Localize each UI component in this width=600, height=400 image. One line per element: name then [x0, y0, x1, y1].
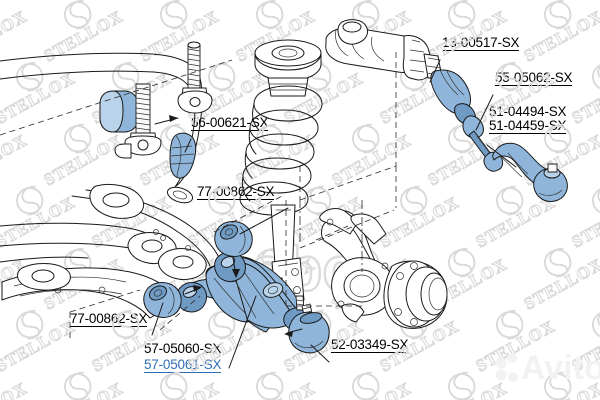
- callout-text-line2: 51-04459-SX: [489, 118, 567, 135]
- callout-77-00862-sx-upper: 77-00862-SX: [197, 184, 275, 201]
- assembly-arrow-1: [154, 115, 179, 125]
- callout-text: 77-00862-SX: [197, 184, 275, 201]
- callout-text: 57-05061-SX: [144, 357, 222, 374]
- callout-text: 77-00862-SX: [70, 311, 148, 328]
- callout-text: 13-00517-SX: [442, 35, 520, 52]
- assembly-arrow-bush-upper: [232, 257, 240, 278]
- part-stabilizer-bushing-right: [169, 132, 197, 179]
- part-outer-tie-rod-end: [492, 142, 568, 203]
- part-stabilizer-link-right: [177, 41, 213, 114]
- callout-57-05061-sx: 57-05061-SX: [144, 357, 222, 374]
- part-steering-knuckle: [319, 208, 395, 323]
- callout-13-00517-sx: 13-00517-SX: [442, 35, 520, 52]
- part-control-arm-bushing-upper: [214, 221, 253, 257]
- callout-text: 57-05060-SX: [144, 341, 222, 356]
- callout-56-00621-sx: 56-00621-SX: [191, 115, 269, 132]
- callout-text: 52-03349-SX: [331, 337, 409, 354]
- part-steering-rack: [325, 19, 443, 81]
- part-stabilizer-link-left: [114, 83, 162, 159]
- assembly-arrow-bush-lower: [184, 285, 202, 295]
- assembly-arrow-ball-joint: [284, 328, 303, 337]
- part-control-arm-bushing-lower: [143, 282, 182, 318]
- callout-51-04494-sx-51-04459-sx: 51-04494-SX 51-04459-SX: [489, 104, 567, 135]
- callout-text: 56-00621-SX: [191, 115, 269, 132]
- part-inner-tie-rod: [462, 115, 504, 172]
- part-stabilizer-bushing-left: [99, 90, 139, 133]
- callout-57-05060-sx: 57-05060-SX: [144, 341, 222, 356]
- part-wheel-hub: [383, 260, 448, 329]
- callout-52-03349-sx: 52-03349-SX: [331, 337, 409, 354]
- callout-77-00862-sx-lower: 77-00862-SX: [70, 311, 148, 328]
- svg-text:Avito: Avito: [521, 349, 600, 387]
- callout-text: 55-05062-SX: [495, 70, 573, 87]
- part-subframe: [0, 183, 221, 319]
- callout-text-line1: 51-04494-SX: [489, 104, 567, 119]
- avito-watermark: Avito: [495, 349, 600, 387]
- part-stabilizer-bar: [0, 52, 203, 204]
- callout-55-05062-sx: 55-05062-SX: [495, 70, 573, 87]
- projection-lines: [0, 52, 397, 340]
